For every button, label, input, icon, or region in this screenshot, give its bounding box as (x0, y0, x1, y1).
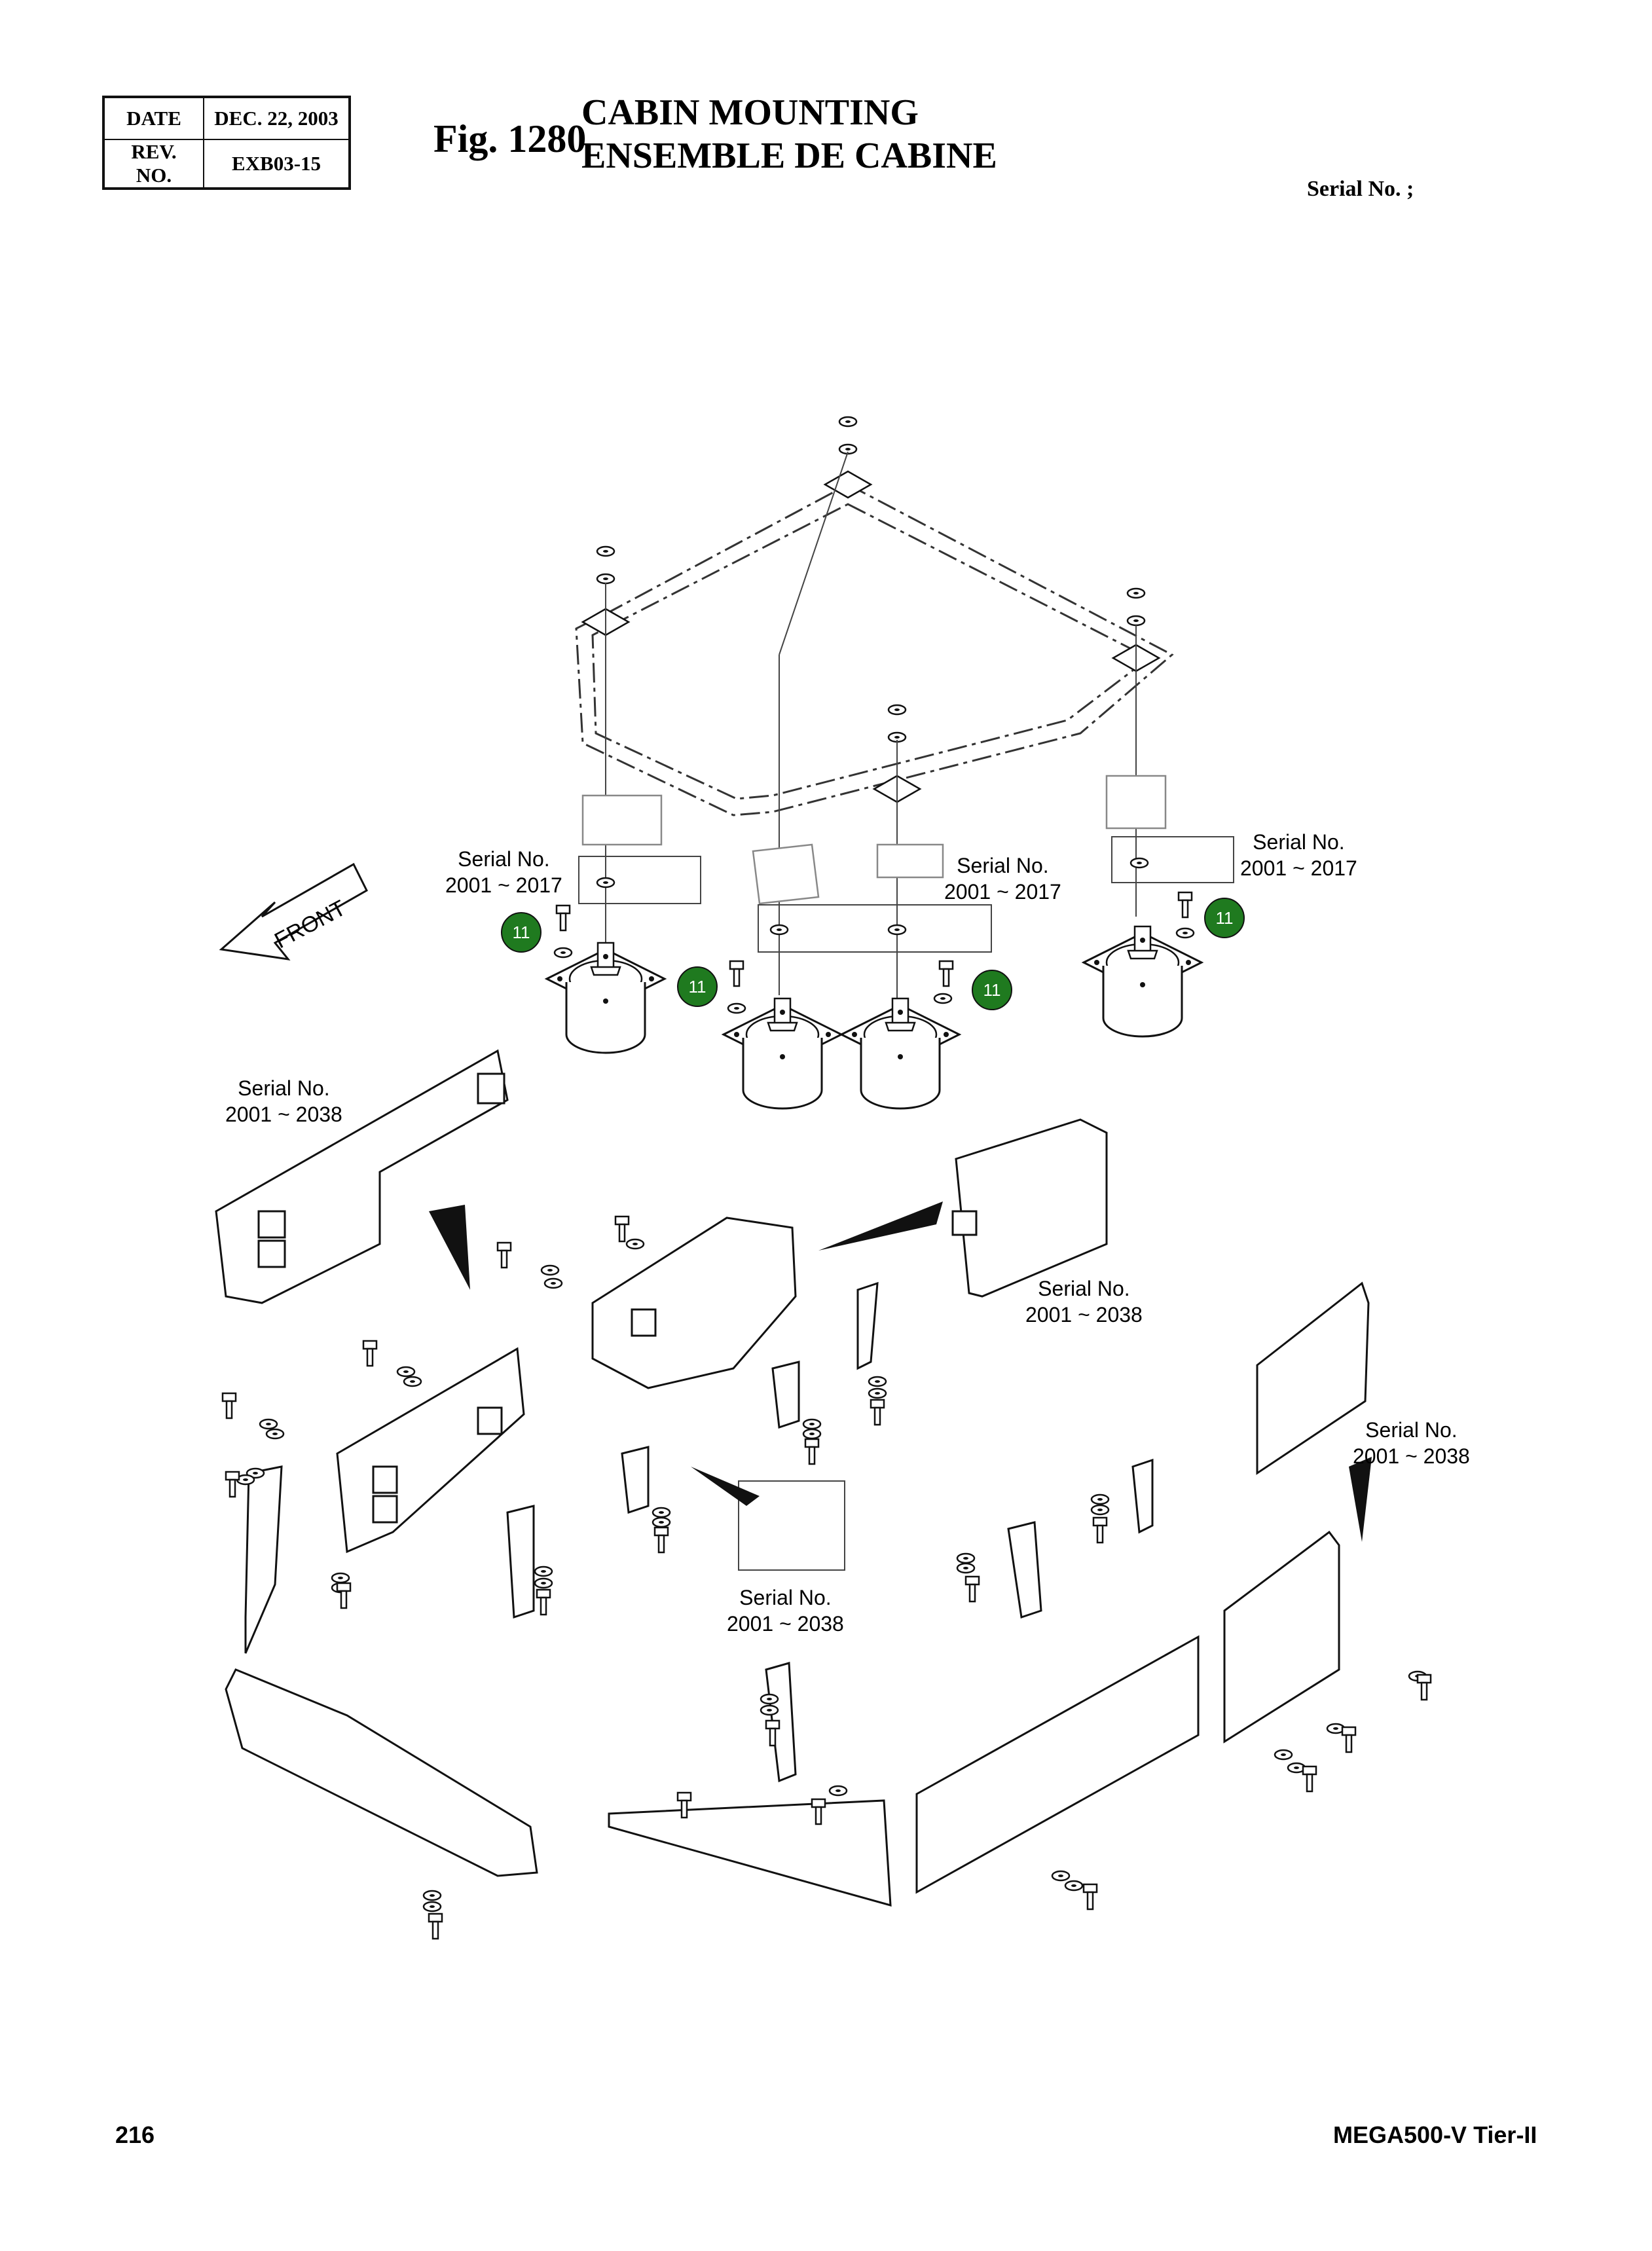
callout-11-label: 11 (983, 980, 1001, 1000)
callout-11-labels: 11 11 11 11 (513, 908, 1234, 1000)
right-small-panel (1256, 1281, 1370, 1475)
serial-callout: Serial No. 2001 ~ 2038 (727, 1584, 844, 1637)
serial-callout: Serial No. 2001 ~ 2038 (1025, 1275, 1143, 1328)
serial-callout-boxes (578, 836, 1234, 1571)
serial-callout-title: Serial No. (458, 847, 550, 871)
anti-vibration-mounts (545, 925, 1203, 1110)
front-arrow: FRONT (219, 862, 368, 961)
figure-number: Fig. 1280 (433, 117, 587, 160)
rev-value: EXB03-15 (203, 139, 350, 189)
serial-callout: Serial No. 2001 ~ 2017 (944, 852, 1061, 905)
model-name: MEGA500-V Tier-II (1333, 2121, 1537, 2148)
callout-11-marker (677, 966, 718, 1007)
left-side-panel (215, 1049, 509, 1304)
callout-11-label: 11 (689, 977, 707, 997)
date-value: DEC. 22, 2003 (203, 96, 350, 140)
serial-callout-title: Serial No. (1253, 830, 1345, 854)
serial-callout-title: Serial No. (238, 1076, 330, 1100)
right-curved-panel (951, 1118, 1108, 1298)
serial-callout: Serial No. 2001 ~ 2038 (1353, 1417, 1470, 1469)
serial-number-header: Serial No. ; (1307, 177, 1414, 201)
rev-label: REV. NO. (103, 139, 204, 189)
center-lines (605, 451, 1137, 1002)
figure-title-english: CABIN MOUNTING (581, 92, 919, 133)
revision-table: DATE DEC. 22, 2003 REV. NO. EXB03-15 (102, 96, 351, 190)
date-label: DATE (103, 96, 204, 140)
serial-callout-range: 2001 ~ 2017 (944, 880, 1061, 904)
lower-center-step (608, 1799, 892, 1907)
callout-11-marker (501, 912, 541, 953)
serial-callout-title: Serial No. (1038, 1277, 1130, 1300)
serial-callout: Serial No. 2001 ~ 2017 (1240, 829, 1357, 881)
serial-callout-range: 2001 ~ 2038 (727, 1612, 844, 1636)
callout-11-label: 11 (1216, 908, 1234, 928)
callout-11-marker (1204, 898, 1245, 938)
callout-11-label: 11 (513, 923, 530, 942)
page-number: 216 (115, 2121, 155, 2148)
callout-11-markers (501, 898, 1245, 1010)
wedge-arrows (429, 1201, 1372, 1542)
lower-front-bumper (225, 1668, 538, 1877)
serial-callout: Serial No. 2001 ~ 2017 (445, 846, 562, 898)
frame-corner-pads (581, 470, 1161, 803)
cabin-floor-frame (575, 483, 1174, 816)
serial-callout-range: 2001 ~ 2038 (1025, 1303, 1143, 1327)
top-fasteners (596, 416, 1146, 743)
serial-callout-range: 2001 ~ 2038 (1353, 1444, 1470, 1468)
right-rear-curved-panel (1223, 1530, 1340, 1744)
serial-callout-title: Serial No. (1365, 1418, 1458, 1442)
callout-11-marker (972, 970, 1012, 1010)
serial-callout-title: Serial No. (957, 854, 1049, 877)
center-cover-panel (591, 1217, 797, 1389)
serial-box-washers (596, 857, 1149, 936)
serial-callout-title: Serial No. (739, 1586, 832, 1609)
serial-callout-range: 2001 ~ 2038 (225, 1103, 342, 1126)
left-front-panel (336, 1347, 525, 1554)
serial-callout-range: 2001 ~ 2017 (445, 873, 562, 897)
figure-title-french: ENSEMBLE DE CABINE (581, 136, 997, 176)
lower-right-panel (915, 1635, 1200, 1894)
serial-callout: Serial No. 2001 ~ 2038 (225, 1075, 342, 1127)
serial-callout-range: 2001 ~ 2017 (1240, 856, 1357, 880)
cabin-mount-blocks (581, 775, 1167, 905)
